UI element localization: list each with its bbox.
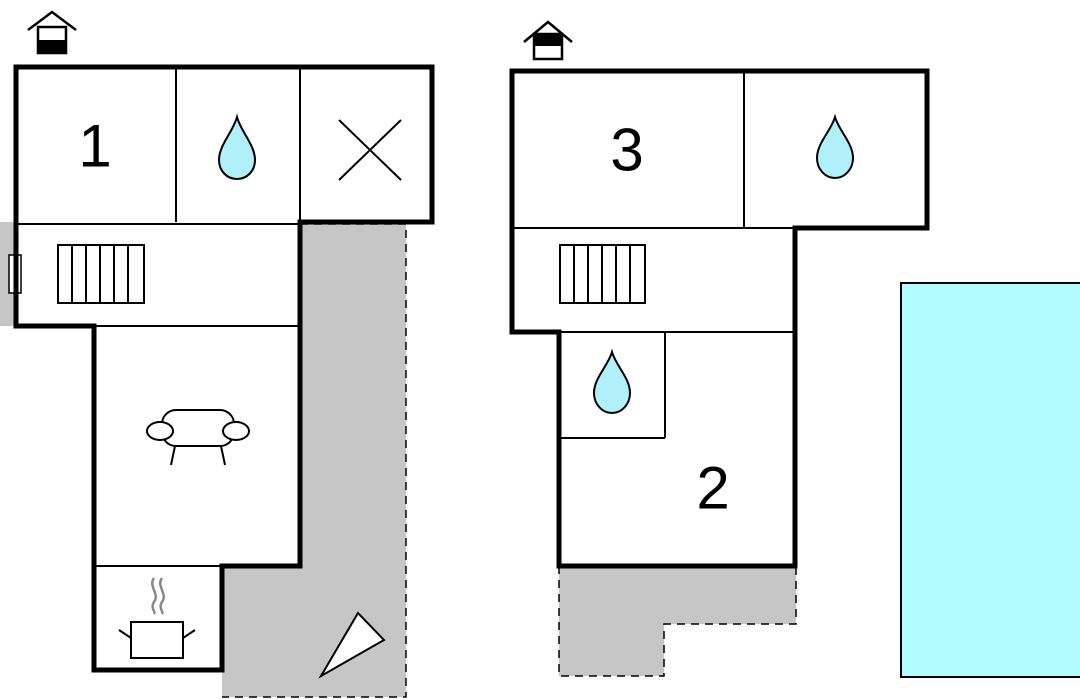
room-number-3: 3 <box>610 117 643 184</box>
room-number-2: 2 <box>696 455 729 522</box>
house-entrance-icon <box>27 10 77 55</box>
cross-icon <box>338 119 402 181</box>
sofa-icon <box>146 409 250 466</box>
left-floor: 1 <box>0 10 435 698</box>
water-drop-icon <box>217 113 257 181</box>
water-drop-icon <box>592 348 632 415</box>
water-drop-icon <box>815 113 855 180</box>
room-number-1: 1 <box>78 113 111 180</box>
window-nub <box>0 222 14 326</box>
house-entrance-icon <box>523 20 573 61</box>
stairs-icon <box>559 244 646 304</box>
cooking-pot-icon <box>118 577 196 659</box>
swimming-pool <box>900 282 1080 678</box>
sun-lounger-icon <box>318 611 386 679</box>
terrace-right <box>558 565 797 677</box>
right-floor: 3 2 <box>509 20 930 677</box>
terrace-left <box>222 223 407 698</box>
stairs-icon <box>57 244 145 304</box>
right-floor-walls <box>509 68 930 569</box>
